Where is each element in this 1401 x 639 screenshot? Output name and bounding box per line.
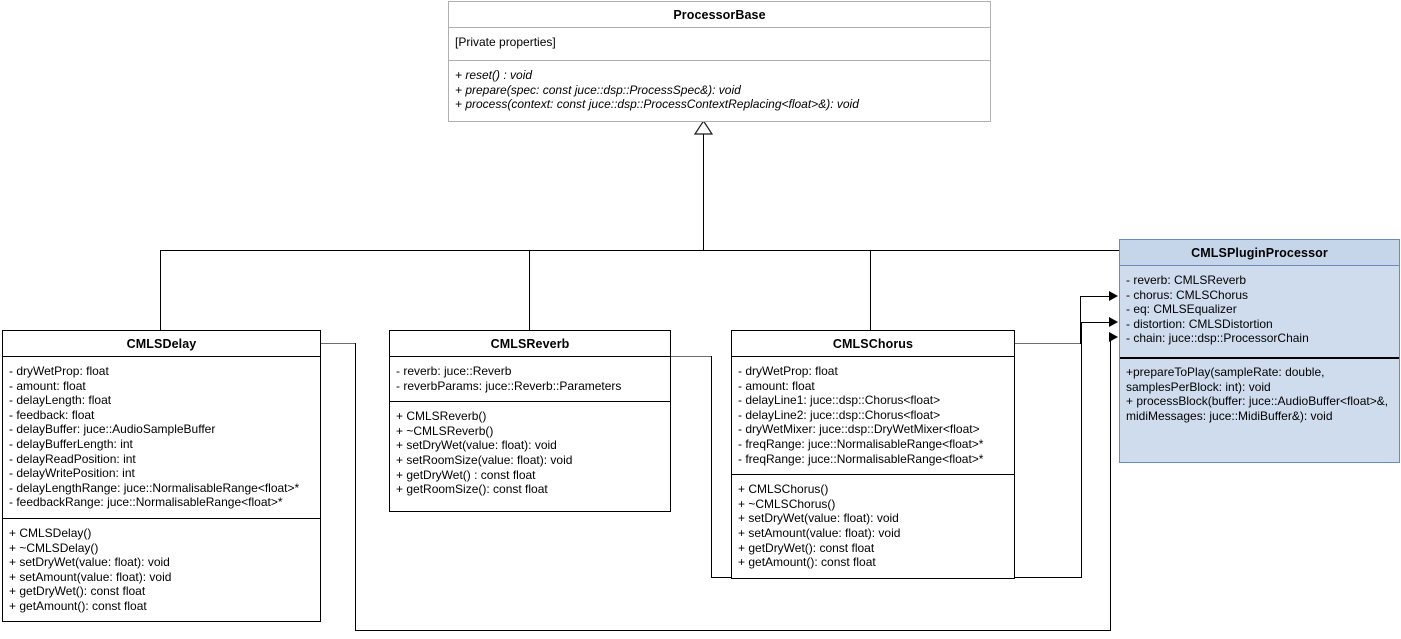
generalization-trunk [703,134,704,250]
attribute-line: - freqRange: juce::NormalisableRange<flo… [738,451,984,466]
assoc-delay-seg-v2 [1110,337,1111,631]
attribute-line: - amount: float [9,378,86,393]
class-box-cmls-delay[interactable]: CMLSDelay - dryWetProp: float - amount: … [2,330,321,622]
method-line: +prepareToPlay(sampleRate: double, sampl… [1126,364,1325,394]
attribute-line: - delayReadPosition: int [9,451,136,466]
attribute-line: - chain: juce::dsp::ProcessorChain [1126,331,1309,346]
attribute-line: - reverb: CMLSReverb [1126,273,1247,287]
class-box-cmls-reverb[interactable]: CMLSReverb - reverb: juce::Reverb - reve… [389,330,671,512]
method-line: + CMLSChorus() [738,482,829,497]
attribute-line: - delayWritePosition: int [9,466,135,481]
assoc-reverb-seg-v1 [711,356,712,577]
attributes-cmls-chorus: - dryWetProp: float - amount: float - de… [732,357,1014,474]
class-title-cmls-chorus: CMLSChorus [732,331,1014,357]
method-line: + ~CMLSReverb() [396,423,494,438]
method-line: + process(context: const juce::dsp::Proc… [455,97,859,112]
method-line: + prepare(spec: const juce::dsp::Process… [455,82,741,97]
class-box-processor-base[interactable]: ProcessorBase [Private properties] + res… [448,1,991,122]
method-line: + getAmount(): const float [738,555,876,570]
attribute-line: - reverb: juce::Reverb [396,364,512,378]
method-line: + setDryWet(value: float): void [738,511,899,526]
method-line: + processBlock(buffer: juce::AudioBuffer… [1126,394,1389,423]
method-line: + CMLSReverb() [396,409,487,424]
attribute-line: - dryWetProp: float [738,364,838,378]
generalization-bus [160,250,1176,251]
method-line: + setDryWet(value: float): void [396,438,557,453]
method-line: + setRoomSize(value: float): void [396,452,573,467]
method-line: + getRoomSize(): const float [396,482,548,497]
generalization-branch-chorus [870,250,871,331]
assoc-chorus-seg-h1 [1015,343,1081,344]
class-box-cmls-chorus[interactable]: CMLSChorus - dryWetProp: float - amount:… [731,330,1015,579]
assoc-delay-seg-h1 [320,343,356,344]
attribute-line: - freqRange: juce::NormalisableRange<flo… [738,436,984,451]
assoc-delay-arrowhead [1109,332,1118,342]
attributes-cmls-reverb: - reverb: juce::Reverb - reverbParams: j… [390,357,670,401]
assoc-reverb-seg-v2 [1081,322,1082,578]
attribute-line: - delayLength: float [9,393,112,408]
method-line: + setDryWet(value: float): void [9,555,170,570]
method-line: + getAmount(): const float [9,598,147,613]
methods-cmls-reverb: + CMLSReverb() + ~CMLSReverb() + setDryW… [390,401,670,505]
attribute-line: - distortion: CMLSDistortion [1126,316,1273,331]
class-box-cmls-plugin-processor[interactable]: CMLSPluginProcessor - reverb: CMLSReverb… [1119,239,1400,463]
method-line: + getDryWet(): const float [738,540,875,555]
class-title-cmls-delay: CMLSDelay [3,331,320,357]
attribute-line: - feedbackRange: juce::NormalisableRange… [9,495,283,510]
attribute-line: [Private properties] [455,35,556,49]
assoc-delay-seg-h2 [355,630,1111,631]
class-title-processor-base: ProcessorBase [449,2,990,28]
assoc-chorus-seg-h2 [1080,296,1110,297]
attribute-line: - reverbParams: juce::Reverb::Parameters [396,378,622,393]
assoc-reverb-arrowhead [1109,317,1118,327]
attribute-line: - dryWetProp: float [9,364,109,378]
attribute-line: - delayLine1: juce::dsp::Chorus<float> [738,393,941,408]
method-line: + setAmount(value: float): void [9,569,172,584]
method-line: + getDryWet(): const float [9,584,146,599]
attribute-line: - eq: CMLSEqualizer [1126,302,1237,317]
attributes-cmls-delay: - dryWetProp: float - amount: float - de… [3,357,320,518]
attribute-line: - delayLengthRange: juce::NormalisableRa… [9,480,300,495]
assoc-reverb-seg-h3 [1081,322,1110,323]
attribute-line: - chorus: CMLSChorus [1126,287,1249,302]
attributes-processor-base: [Private properties] [449,28,990,60]
generalization-branch-reverb [529,250,530,331]
generalization-triangle-icon [693,120,714,135]
attribute-line: - delayLine2: juce::dsp::Chorus<float> [738,407,941,422]
method-line: + CMLSDelay() [9,525,92,540]
attribute-line: - delayBufferLength: int [9,436,133,451]
method-line: + getDryWet() : const float [396,467,536,482]
attribute-line: - delayBuffer: juce::AudioSampleBuffer [9,422,216,437]
assoc-chorus-arrowhead [1109,291,1118,301]
methods-cmls-delay: + CMLSDelay() + ~CMLSDelay() + setDryWet… [3,517,320,622]
attribute-line: - feedback: float [9,407,95,422]
method-line: + reset() : void [455,68,533,82]
method-line: + ~CMLSChorus() [738,496,836,511]
assoc-delay-seg-v1 [355,343,356,631]
methods-cmls-plugin-processor: +prepareToPlay(sampleRate: double, sampl… [1120,356,1399,431]
method-line: + setAmount(value: float): void [738,525,901,540]
attributes-cmls-plugin-processor: - reverb: CMLSReverb - chorus: CMLSChoru… [1120,266,1399,354]
assoc-reverb-seg-h1 [670,356,712,357]
class-title-cmls-plugin-processor: CMLSPluginProcessor [1120,240,1399,266]
generalization-branch-delay [160,250,161,331]
attribute-line: - amount: float [738,378,815,393]
method-line: + ~CMLSDelay() [9,540,99,555]
methods-cmls-chorus: + CMLSChorus() + ~CMLSChorus() + setDryW… [732,474,1014,578]
assoc-chorus-seg-v1 [1080,296,1081,344]
methods-processor-base: + reset() : void + prepare(spec: const j… [449,60,990,120]
attribute-line: - dryWetMixer: juce::dsp::DryWetMixer<fl… [738,422,980,437]
class-title-cmls-reverb: CMLSReverb [390,331,670,357]
